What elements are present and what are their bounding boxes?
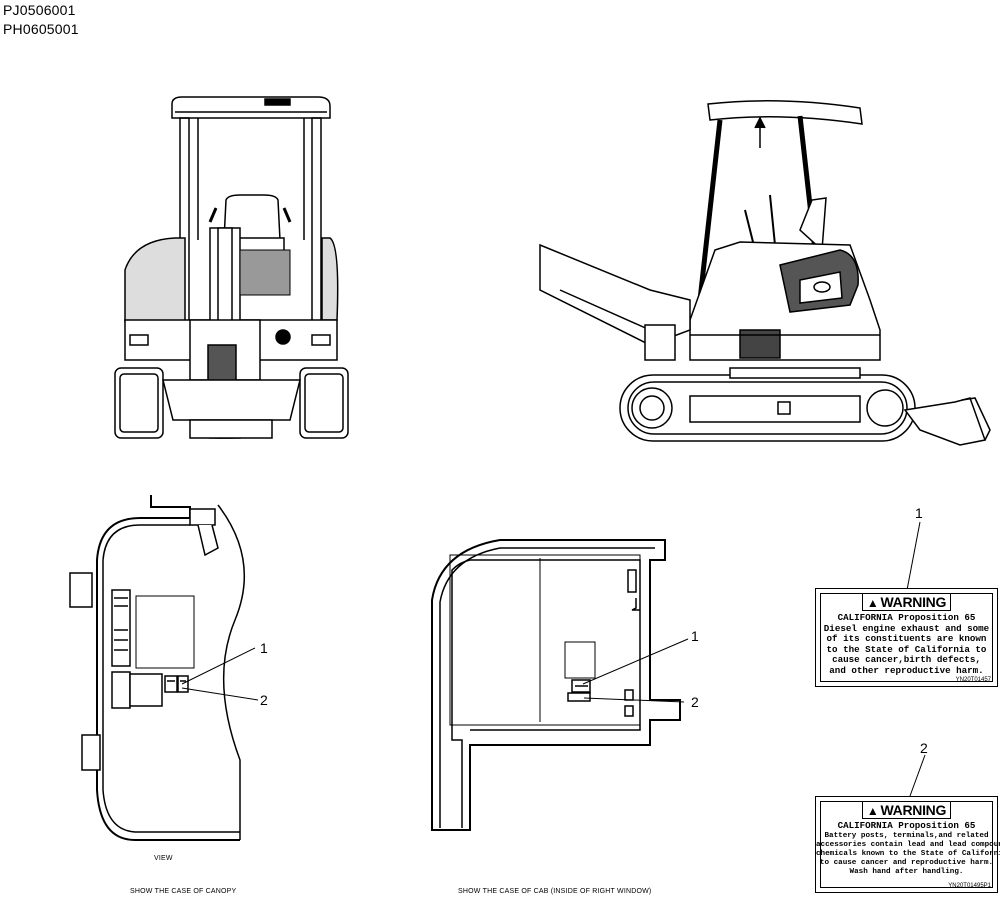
excavator-side-view: [539, 100, 991, 446]
warning-label-2-border: [820, 801, 993, 888]
warning-triangle-icon: ▲: [866, 804, 879, 818]
warning-label-1-line-3: of its constituents are known: [826, 633, 987, 645]
warning-label-2-line-4: chemicals known to the State of Californ…: [816, 850, 1000, 858]
callout-cab-2: 2: [691, 694, 699, 710]
warning-label-1-title-text: WARNING: [880, 594, 947, 610]
warning-label-1-code: YN20T01457: [955, 677, 991, 683]
part-code-2: PH0605001: [3, 21, 79, 37]
caption-view: VIEW: [154, 855, 173, 862]
warning-label-2-line-3: accessories contain lead and lead compou…: [816, 840, 1000, 849]
callout-label-1: 1: [915, 505, 923, 521]
warning-label-2-line-5: to cause cancer and reproductive harm.: [819, 859, 994, 868]
cab-detail: [431, 539, 689, 831]
warning-label-2-title-text: WARNING: [880, 802, 947, 818]
warning-label-2: ▲WARNING CALIFORNIA Proposition 65 Batte…: [815, 796, 1000, 893]
warning-label-2-line-6: Wash hand after handling.: [849, 868, 964, 877]
excavator-front-view: [114, 96, 349, 439]
label-leader-lines: [906, 521, 926, 797]
warning-label-1-line-4: to the State of California to: [826, 643, 987, 655]
caption-cab: SHOW THE CASE OF CAB (INSIDE OF RIGHT WI…: [458, 888, 652, 895]
callout-canopy-2: 2: [260, 692, 268, 708]
caption-canopy: SHOW THE CASE OF CANOPY: [130, 888, 237, 895]
warning-label-1-line-1: CALIFORNIA Proposition 65: [837, 612, 976, 623]
warning-label-1: ▲WARNING CALIFORNIA Proposition 65 Diese…: [815, 588, 998, 687]
warning-label-1-border: [820, 593, 993, 682]
callout-label-2: 2: [920, 740, 928, 756]
warning-label-1-line-6: and other reproductive harm.: [829, 664, 984, 676]
warning-label-2-code: YN20T01495P1: [948, 883, 991, 889]
callout-cab-1: 1: [691, 628, 699, 644]
warning-triangle-icon: ▲: [866, 596, 879, 610]
callout-canopy-1: 1: [260, 640, 268, 656]
part-code-1: PJ0506001: [3, 2, 76, 18]
warning-label-2-line-2: Battery posts, terminals,and related: [824, 831, 989, 840]
warning-label-1-line-5: cause cancer,birth defects,: [832, 654, 981, 666]
canopy-detail: [69, 495, 259, 841]
warning-label-1-line-2: Diesel engine exhaust and some: [823, 622, 990, 634]
warning-label-2-line-1: CALIFORNIA Proposition 65: [837, 820, 976, 831]
